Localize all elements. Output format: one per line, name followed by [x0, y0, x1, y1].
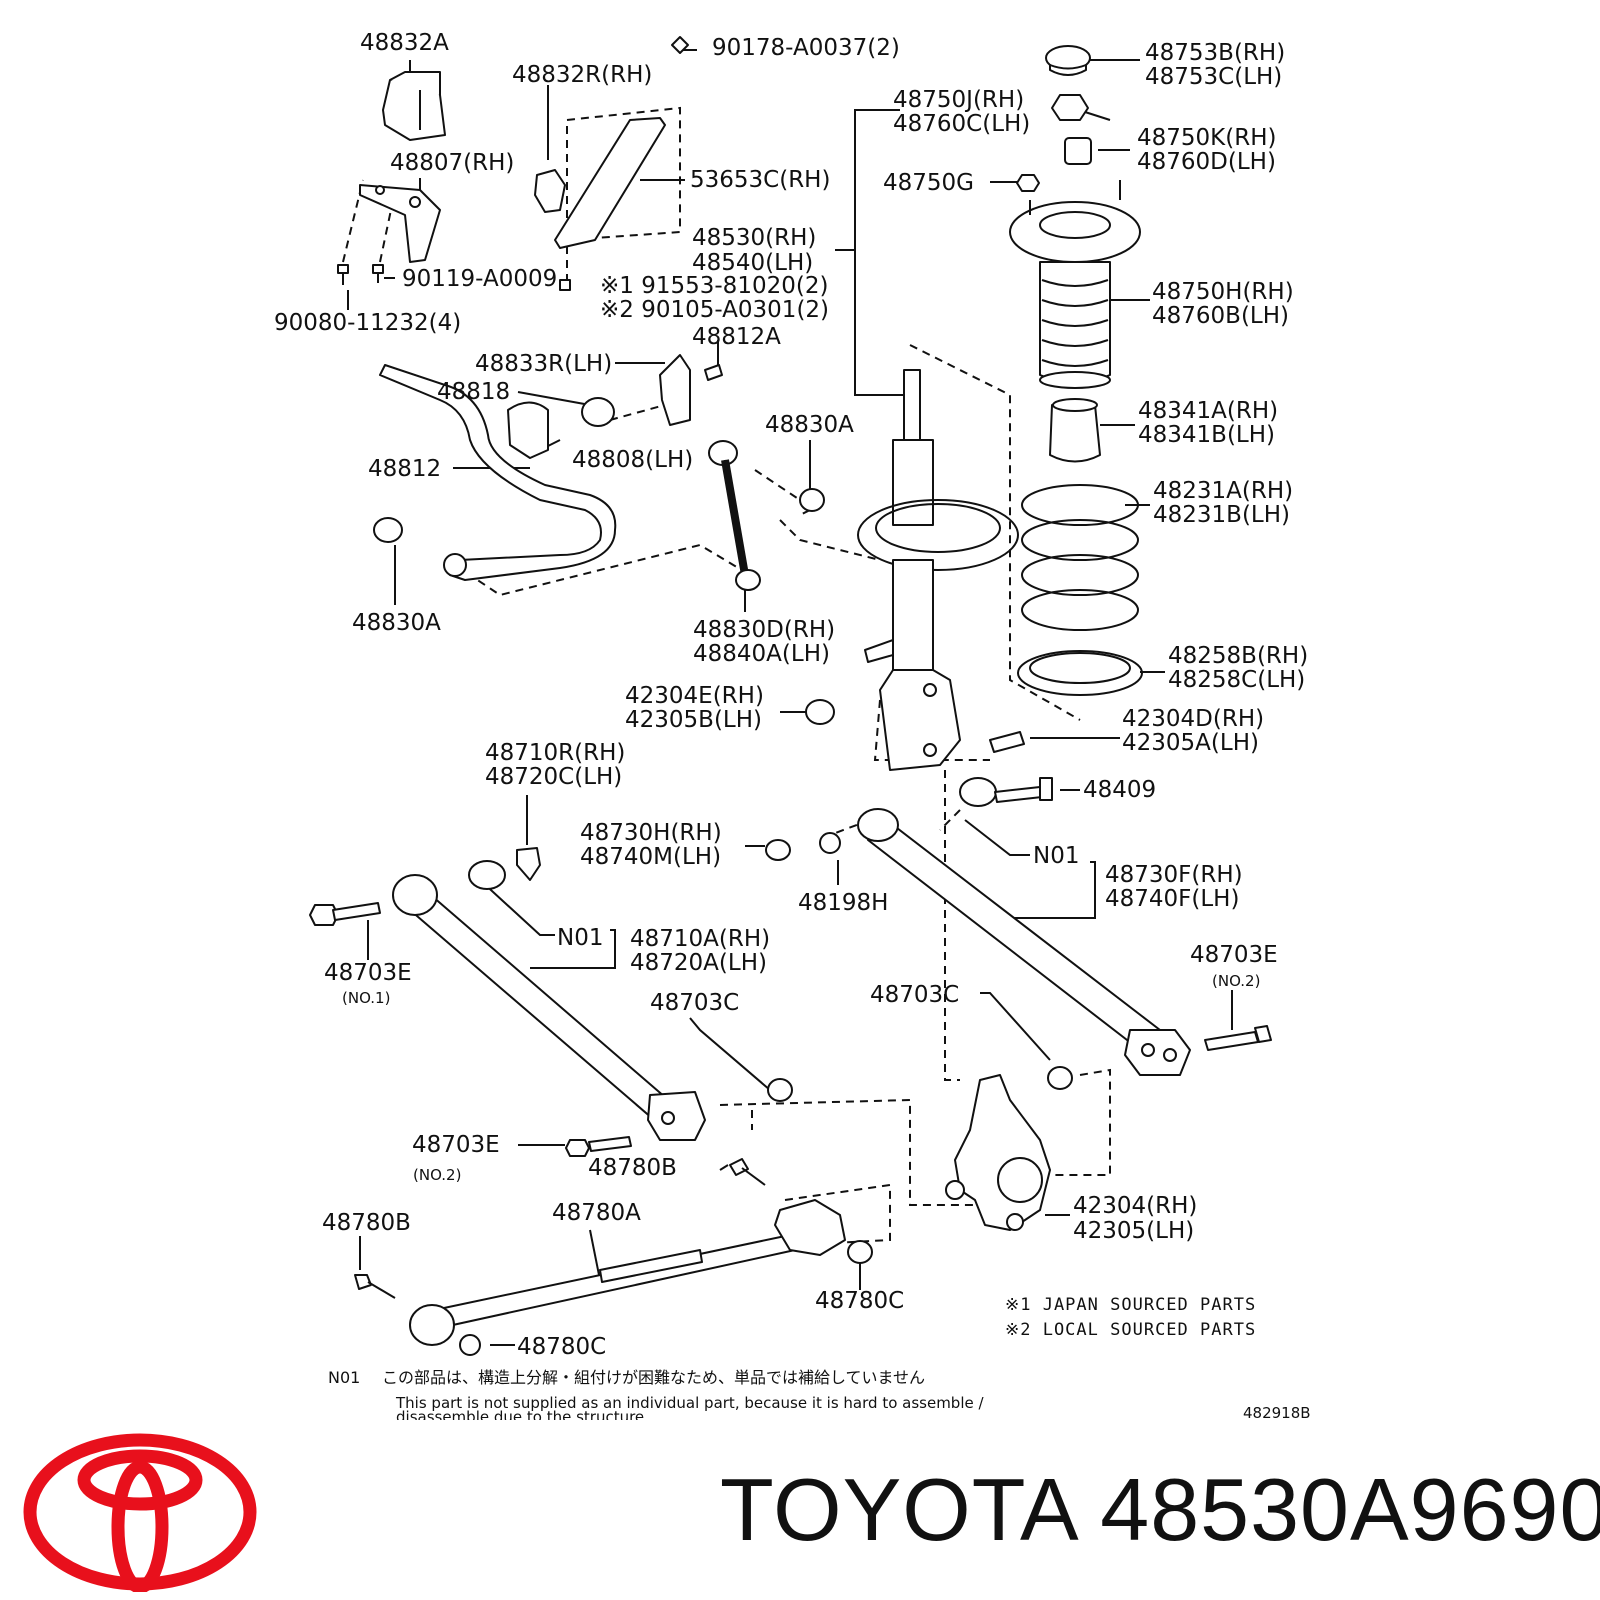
label-no2-right: (NO.2) — [1212, 972, 1260, 990]
label-48703E-no1: 48703E — [324, 960, 412, 986]
label-48750H: 48750H(RH) — [1152, 279, 1294, 305]
label-48710A: 48710A(RH) — [630, 926, 770, 952]
label-48730H: 48730H(RH) — [580, 820, 722, 846]
label-42304E: 42304E(RH) — [625, 683, 764, 709]
suspension-parts-diagram: 48832A 48832R(RH) 90178-A0037(2) 48807(R… — [274, 30, 1311, 1420]
label-48780C-right: 48780C — [815, 1288, 904, 1314]
label-90105: ※2 90105-A0301(2) — [600, 297, 829, 323]
notes: ※1 JAPAN SOURCED PARTS ※2 LOCAL SOURCED … — [1005, 1295, 1256, 1340]
label-42304: 42304(RH) — [1073, 1193, 1197, 1219]
label-48703C-right: 48703C — [870, 982, 959, 1008]
label-48710R: 48710R(RH) — [485, 740, 625, 766]
parts-drawing — [309, 36, 1272, 1356]
figure-id: 482918B — [1243, 1404, 1311, 1420]
label-48840A: 48840A(LH) — [693, 641, 830, 667]
label-48830A-top: 48830A — [765, 412, 854, 438]
toyota-logo-icon — [23, 1433, 257, 1592]
label-48780C-bottom: 48780C — [517, 1334, 606, 1360]
label-48808: 48808(LH) — [572, 447, 693, 473]
label-48740M: 48740M(LH) — [580, 844, 721, 870]
label-90119: 90119-A0009 — [402, 266, 557, 292]
label-48341B: 48341B(LH) — [1138, 422, 1275, 448]
label-90178: 90178-A0037(2) — [712, 35, 900, 61]
label-48703E-right: 48703E — [1190, 942, 1278, 968]
note-japan-sourced: ※1 JAPAN SOURCED PARTS — [1005, 1295, 1256, 1315]
label-42305: 42305(LH) — [1073, 1218, 1194, 1244]
label-48760B: 48760B(LH) — [1152, 303, 1289, 329]
footnote-code: N01 — [328, 1368, 360, 1387]
footnote-japanese: この部品は、構造上分解・組付けが困難なため、単品では補給していません — [382, 1368, 925, 1387]
label-48833R: 48833R(LH) — [475, 351, 612, 377]
label-48409: 48409 — [1083, 777, 1156, 803]
label-48540: 48540(LH) — [692, 250, 813, 276]
label-48832R: 48832R(RH) — [512, 62, 652, 88]
footnote-english-line1: This part is not supplied as an individu… — [395, 1394, 984, 1412]
footnote: N01 この部品は、構造上分解・組付けが困難なため、単品では補給していません T… — [328, 1368, 1311, 1420]
label-no2-mid: (NO.2) — [413, 1166, 461, 1184]
label-48753B: 48753B(RH) — [1145, 40, 1285, 66]
label-48703C-left: 48703C — [650, 990, 739, 1016]
label-48750J: 48750J(RH) — [893, 87, 1024, 113]
label-42305A: 42305A(LH) — [1122, 730, 1259, 756]
label-48720C: 48720C(LH) — [485, 764, 622, 790]
label-53653C: 53653C(RH) — [690, 167, 830, 193]
label-48750G: 48750G — [883, 170, 974, 196]
label-no1: (NO.1) — [342, 989, 390, 1007]
label-N01-right: N01 — [1033, 843, 1079, 869]
label-48720A: 48720A(LH) — [630, 950, 767, 976]
label-48753C: 48753C(LH) — [1145, 64, 1282, 90]
label-48703E-mid: 48703E — [412, 1132, 500, 1158]
label-48818: 48818 — [437, 379, 510, 405]
label-48780A: 48780A — [552, 1200, 641, 1226]
label-48830D: 48830D(RH) — [693, 617, 835, 643]
label-42305B: 42305B(LH) — [625, 707, 762, 733]
label-48258B: 48258B(RH) — [1168, 643, 1308, 669]
label-48740F: 48740F(LH) — [1105, 886, 1239, 912]
note-local-sourced: ※2 LOCAL SOURCED PARTS — [1005, 1320, 1256, 1340]
label-48530: 48530(RH) — [692, 225, 816, 251]
part-labels: 48832A 48832R(RH) 90178-A0037(2) 48807(R… — [274, 30, 1308, 1360]
label-48812A: 48812A — [692, 324, 781, 350]
label-48760C: 48760C(LH) — [893, 111, 1030, 137]
label-48830A-left: 48830A — [352, 610, 441, 636]
label-48258C: 48258C(LH) — [1168, 667, 1305, 693]
label-48730F: 48730F(RH) — [1105, 862, 1243, 888]
label-90080: 90080-11232(4) — [274, 310, 461, 336]
label-91553: ※1 91553-81020(2) — [600, 273, 828, 299]
label-48750K: 48750K(RH) — [1137, 125, 1276, 151]
label-42304D: 42304D(RH) — [1122, 706, 1264, 732]
label-48812: 48812 — [368, 456, 441, 482]
label-48832A: 48832A — [360, 30, 449, 56]
label-48198H: 48198H — [798, 890, 888, 916]
label-48231A: 48231A(RH) — [1153, 478, 1293, 504]
label-48760D: 48760D(LH) — [1137, 149, 1276, 175]
label-48231B: 48231B(LH) — [1153, 502, 1290, 528]
label-N01-left: N01 — [557, 925, 603, 951]
label-48780B-mid: 48780B — [588, 1155, 677, 1181]
label-48780B-left: 48780B — [322, 1210, 411, 1236]
footnote-english-line2: disassemble due to the structure — [396, 1408, 644, 1420]
label-48341A: 48341A(RH) — [1138, 398, 1278, 424]
label-48807: 48807(RH) — [390, 150, 514, 176]
brand-part-number: TOYOTA 48530A9690 — [720, 1460, 1600, 1559]
